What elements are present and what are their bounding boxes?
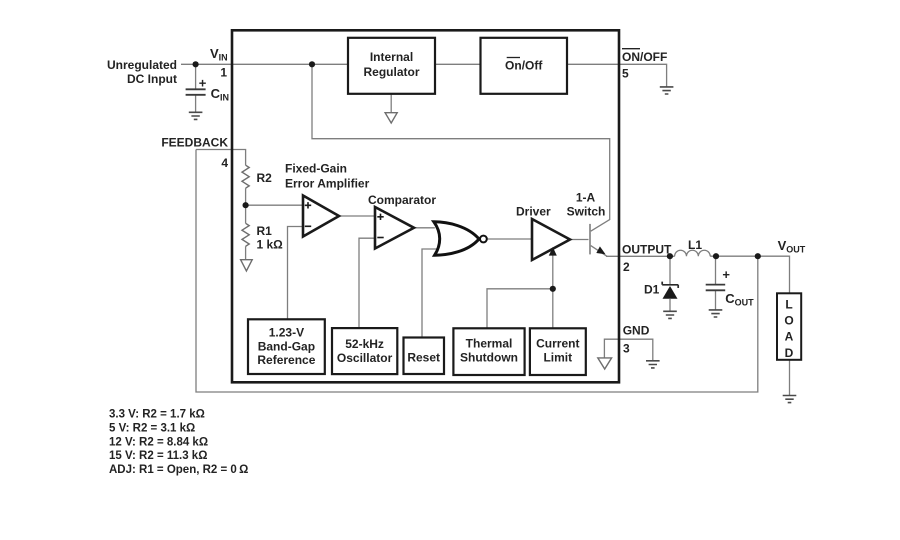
svg-text:1-A: 1-A <box>576 191 596 205</box>
svg-text:L: L <box>785 297 792 311</box>
svg-text:12 V: R2 = 8.84 kΩ: 12 V: R2 = 8.84 kΩ <box>109 436 208 448</box>
svg-text:Fixed-Gain: Fixed-Gain <box>285 162 347 176</box>
svg-text:GND: GND <box>623 324 650 338</box>
svg-text:3.3 V: R2 = 1.7 kΩ: 3.3 V: R2 = 1.7 kΩ <box>109 409 205 421</box>
svg-text:15 V: R2 = 11.3 kΩ: 15 V: R2 = 11.3 kΩ <box>109 450 207 462</box>
svg-text:L1: L1 <box>688 238 702 252</box>
svg-text:1.23-V: 1.23-V <box>269 326 304 340</box>
svg-text:Current: Current <box>536 336 579 350</box>
svg-text:4: 4 <box>221 156 228 170</box>
svg-text:Unregulated: Unregulated <box>107 58 177 72</box>
svg-text:2: 2 <box>623 260 630 274</box>
svg-text:5: 5 <box>622 67 629 81</box>
svg-text:Comparator: Comparator <box>368 193 436 207</box>
svg-text:1 kΩ: 1 kΩ <box>257 237 284 251</box>
svg-text:Internal: Internal <box>370 50 413 64</box>
svg-text:1: 1 <box>220 66 227 80</box>
svg-text:Thermal: Thermal <box>466 336 513 350</box>
svg-text:O: O <box>784 314 793 328</box>
svg-text:A: A <box>785 330 794 344</box>
svg-text:+: + <box>199 76 207 91</box>
svg-text:Reference: Reference <box>257 353 315 367</box>
svg-text:R2: R2 <box>257 171 273 185</box>
svg-text:DC Input: DC Input <box>127 72 177 86</box>
svg-text:Driver: Driver <box>516 205 551 219</box>
svg-text:D1: D1 <box>644 283 660 297</box>
svg-text:R1: R1 <box>257 224 273 238</box>
svg-text:52-kHz: 52-kHz <box>345 337 384 351</box>
svg-text:ADJ: R1 = Open, R2 = 0 Ω: ADJ: R1 = Open, R2 = 0 Ω <box>109 464 248 476</box>
svg-text:D: D <box>785 346 794 360</box>
svg-text:Switch: Switch <box>567 205 606 219</box>
svg-text:Error Amplifier: Error Amplifier <box>285 177 370 191</box>
svg-text:5 V: R2 = 3.1 kΩ: 5 V: R2 = 3.1 kΩ <box>109 422 195 434</box>
svg-text:Band-Gap: Band-Gap <box>258 339 315 353</box>
svg-text:ON/OFF: ON/OFF <box>622 50 667 64</box>
svg-text:Limit: Limit <box>543 350 572 364</box>
svg-text:Reset: Reset <box>407 350 440 364</box>
svg-text:3: 3 <box>623 342 630 356</box>
svg-text:Shutdown: Shutdown <box>460 350 518 364</box>
svg-text:FEEDBACK: FEEDBACK <box>161 136 228 150</box>
svg-text:On/Off: On/Off <box>505 59 543 73</box>
svg-text:OUTPUT: OUTPUT <box>622 243 672 257</box>
svg-text:+: + <box>722 267 730 282</box>
svg-text:Regulator: Regulator <box>363 65 419 79</box>
svg-text:Oscillator: Oscillator <box>337 351 393 365</box>
